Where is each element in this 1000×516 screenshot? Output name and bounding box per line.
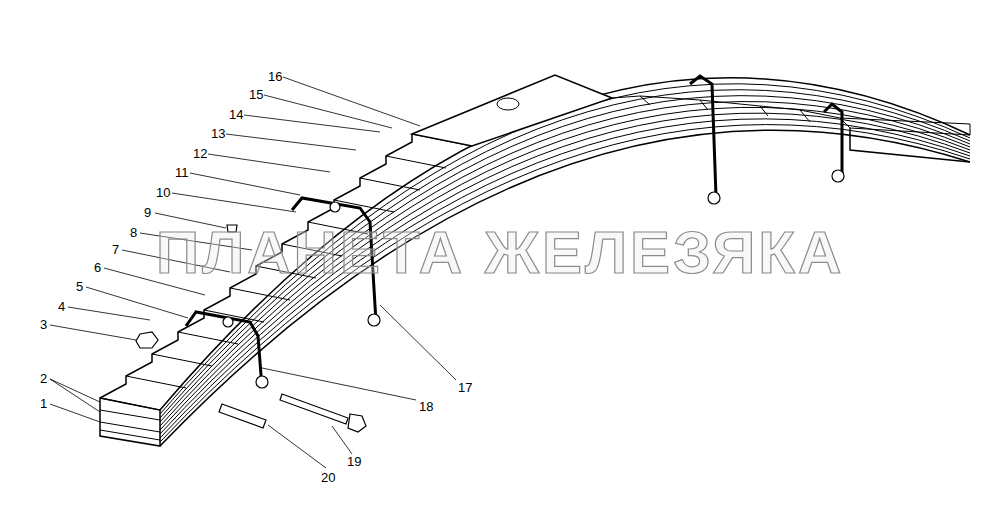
callout-number: 14	[228, 108, 244, 122]
callout-number: 10	[155, 186, 171, 200]
callout-number: 7	[111, 243, 120, 257]
bolts	[136, 170, 844, 432]
callout-number: 15	[248, 88, 264, 102]
callout-number: 19	[346, 455, 362, 469]
callout-number: 1	[39, 397, 48, 411]
callout-number: 20	[320, 471, 336, 485]
callout-number: 9	[143, 206, 152, 220]
callout-number: 11	[174, 166, 190, 180]
callout-number: 13	[210, 127, 226, 141]
callout-number: 3	[39, 318, 48, 332]
callout-number: 4	[57, 300, 66, 314]
callout-number: 2	[39, 372, 48, 386]
callout-number: 8	[129, 226, 138, 240]
callout-number: 12	[192, 147, 208, 161]
callout-number: 18	[418, 400, 434, 414]
callout-number: 16	[267, 70, 283, 84]
callout-number: 5	[75, 280, 84, 294]
callout-number: 17	[457, 381, 473, 395]
callout-number: 6	[93, 261, 102, 275]
spring-body	[100, 75, 970, 446]
watermark: ПЛАНЕТА ЖЕЛЕЗЯКА	[156, 221, 844, 285]
